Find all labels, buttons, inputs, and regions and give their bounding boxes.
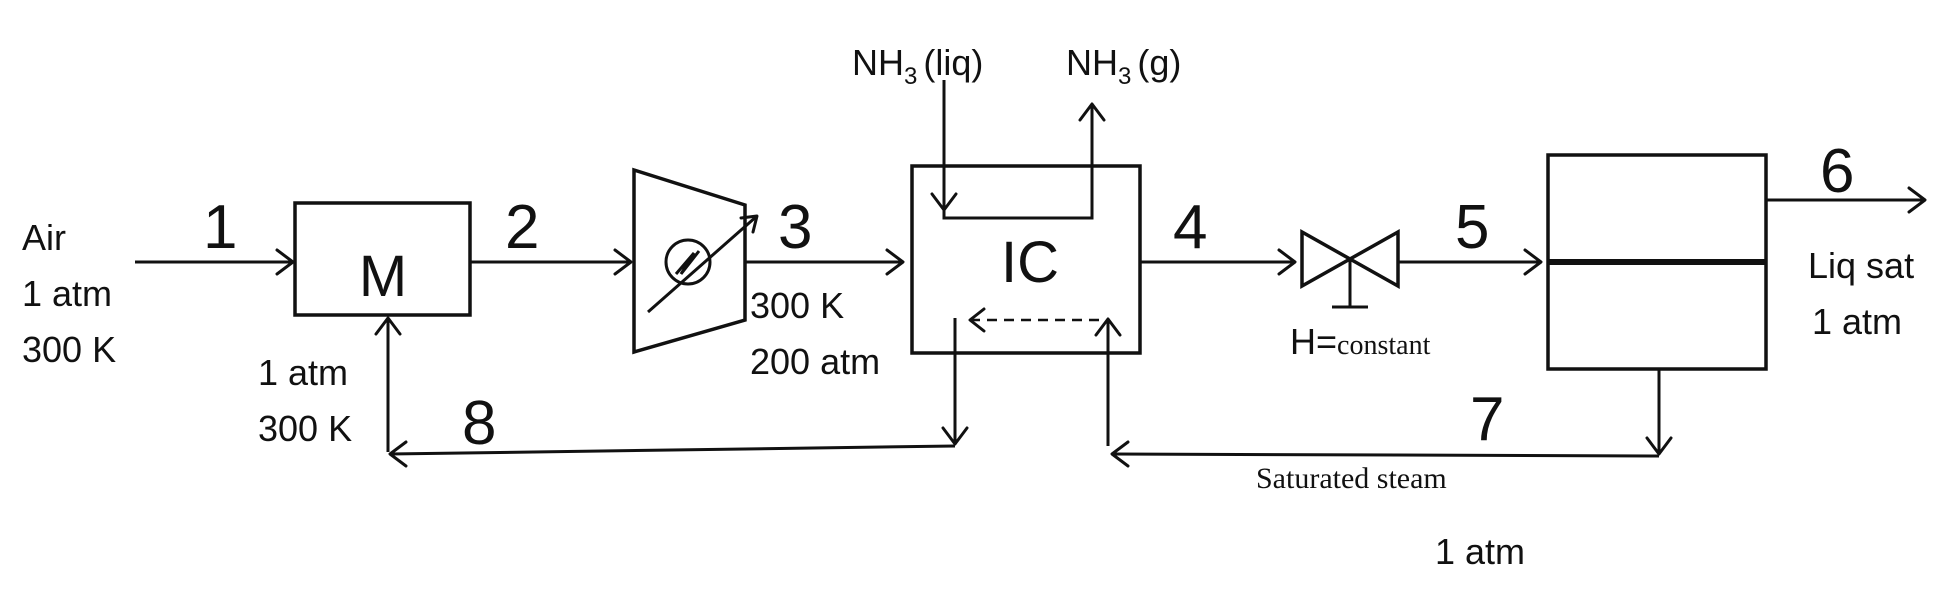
mixer-box xyxy=(293,201,472,317)
valve-right-triangle xyxy=(1346,229,1400,289)
nh3-outlet-base: NH3(g) xyxy=(1066,42,1181,90)
stream-1-arrowhead xyxy=(275,248,295,276)
nh3-outlet-arrowhead xyxy=(1078,102,1106,122)
stream-5-arrowhead xyxy=(1523,248,1543,276)
stream-7-line xyxy=(1111,452,1660,458)
recycle-pressure: 1 atm xyxy=(258,352,348,393)
feed-name: Air xyxy=(22,217,66,258)
stream-7-up-arrowhead xyxy=(1094,317,1122,337)
stream-3-pressure: 200 atm xyxy=(750,341,880,382)
stream-6-number: 6 xyxy=(1820,137,1854,206)
stream-4-number: 4 xyxy=(1173,193,1207,262)
nh3-inlet-base: NH3(liq) xyxy=(852,42,983,90)
mixer-label: M xyxy=(359,244,407,309)
compressor-diagonal-arrowhead xyxy=(739,214,759,234)
intercooler-label: IC xyxy=(1001,230,1059,295)
stream-8-line xyxy=(389,444,956,456)
compressor-motor-bolt xyxy=(674,250,701,275)
stream-7-left-arrowhead xyxy=(1110,440,1130,468)
recycle-temperature: 300 K xyxy=(258,408,352,449)
stream-3-arrowhead xyxy=(885,248,905,276)
valve-left-triangle xyxy=(1300,229,1354,289)
stream-8-number: 8 xyxy=(462,389,496,458)
stream-2-arrowhead xyxy=(613,248,633,276)
stream-5-number: 5 xyxy=(1455,193,1489,262)
stream-3-temperature: 300 K xyxy=(750,285,844,326)
intercooler-box xyxy=(910,164,1142,355)
stream-8-up-arrowhead xyxy=(374,316,402,336)
stream-2-number: 2 xyxy=(505,193,539,262)
stream-8-left-arrowhead xyxy=(388,440,408,468)
ic-dashed-arrowhead xyxy=(968,307,986,333)
valve-condition-label: H=constant xyxy=(1290,321,1431,362)
feed-temperature: 300 K xyxy=(22,329,116,370)
product-state: Liq sat xyxy=(1808,245,1914,286)
stream-7-number: 7 xyxy=(1470,385,1504,454)
compressor-motor-circle xyxy=(664,238,712,286)
compressor-diagonal-arrow xyxy=(647,214,758,314)
steam-label: Saturated steam xyxy=(1256,462,1447,495)
feed-pressure: 1 atm xyxy=(22,273,112,314)
product-pressure: 1 atm xyxy=(1812,301,1902,342)
stream-1-number: 1 xyxy=(203,193,237,262)
stream-3-number: 3 xyxy=(778,193,812,262)
stream-6-arrowhead xyxy=(1907,186,1927,214)
stream-7-drop-arrowhead xyxy=(1645,436,1673,456)
nh3-coil-path xyxy=(942,104,1094,220)
stream-4-arrowhead xyxy=(1277,248,1297,276)
separator-pressure: 1 atm xyxy=(1435,531,1525,572)
stream-8-drop-arrowhead xyxy=(941,426,969,446)
